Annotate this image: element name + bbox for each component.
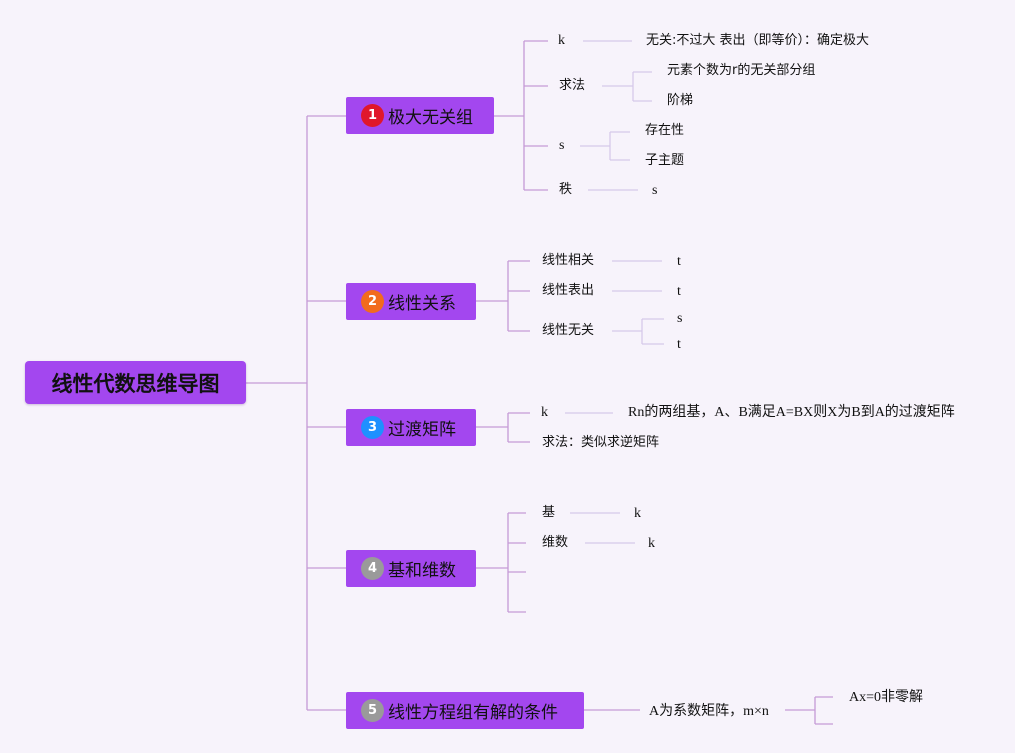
- leaf-detail[interactable]: s: [652, 183, 658, 198]
- branch-node-5[interactable]: 5 线性方程组有解的条件: [346, 692, 584, 729]
- leaf-method[interactable]: 求法: [559, 78, 586, 93]
- branch-node-3[interactable]: 3 过渡矩阵: [346, 409, 476, 446]
- number-badge-icon: 2: [361, 290, 384, 313]
- leaf-k[interactable]: k: [558, 33, 565, 48]
- branch-label: 基和维数: [388, 561, 456, 581]
- leaf-dependent[interactable]: 线性相关: [542, 253, 595, 268]
- leaf-sub[interactable]: 存在性: [645, 123, 685, 138]
- number-badge-icon: 3: [361, 416, 384, 439]
- leaf-basis[interactable]: 基: [542, 505, 556, 520]
- leaf-sub[interactable]: 元素个数为r的无关部分组: [667, 63, 816, 78]
- branch-label: 线性方程组有解的条件: [388, 703, 558, 723]
- leaf-independent[interactable]: 线性无关: [542, 323, 595, 338]
- leaf-detail[interactable]: 无关:不过大 表出（即等价）：确定极大: [646, 33, 870, 48]
- branch-label: 线性关系: [388, 294, 456, 314]
- leaf-detail[interactable]: k: [648, 536, 655, 551]
- branch-label: 过渡矩阵: [388, 420, 456, 440]
- branch-label: 极大无关组: [388, 108, 473, 128]
- leaf-dimension[interactable]: 维数: [542, 535, 569, 550]
- leaf-s[interactable]: s: [559, 138, 565, 153]
- leaf-representation[interactable]: 线性表出: [542, 283, 595, 298]
- leaf-sub[interactable]: t: [677, 337, 681, 352]
- number-badge-icon: 1: [361, 104, 384, 127]
- leaf-sub[interactable]: Ax=0非零解: [849, 690, 924, 705]
- leaf-detail[interactable]: k: [634, 506, 641, 521]
- leaf-detail[interactable]: t: [677, 284, 681, 299]
- leaf-detail[interactable]: Rn的两组基，A、B满足A=BX则X为B到A的过渡矩阵: [628, 405, 955, 420]
- branch-node-4[interactable]: 4 基和维数: [346, 550, 476, 587]
- root-label: 线性代数思维导图: [51, 371, 220, 396]
- leaf-detail[interactable]: t: [677, 254, 681, 269]
- leaf-method[interactable]: 求法：类似求逆矩阵: [542, 435, 660, 450]
- leaf-sub[interactable]: 子主题: [645, 153, 685, 168]
- leaf-sub[interactable]: 阶梯: [667, 93, 694, 108]
- leaf-coefficient-matrix[interactable]: A为系数矩阵，m×n: [649, 704, 769, 719]
- leaf-sub[interactable]: s: [677, 311, 683, 326]
- leaf-rank[interactable]: 秩: [559, 182, 573, 197]
- branch-node-1[interactable]: 1 极大无关组: [346, 97, 494, 134]
- root-node[interactable]: 线性代数思维导图: [25, 361, 246, 404]
- number-badge-icon: 5: [361, 699, 384, 722]
- leaf-k[interactable]: k: [541, 405, 548, 420]
- number-badge-icon: 4: [361, 557, 384, 580]
- branch-node-2[interactable]: 2 线性关系: [346, 283, 476, 320]
